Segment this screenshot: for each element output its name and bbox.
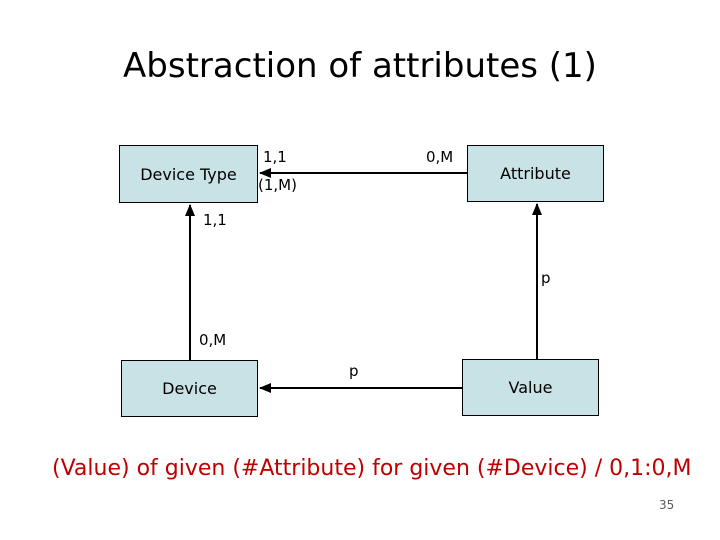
edge-label-top-cardinality-1m: (1,M) <box>258 176 297 194</box>
entity-value: Value <box>462 359 599 416</box>
slide-title: Abstraction of attributes (1) <box>123 46 597 86</box>
entity-device-type: Device Type <box>119 145 258 203</box>
entity-device-label: Device <box>162 379 217 398</box>
edge-label-right-p: p <box>541 269 551 287</box>
entity-device-type-label: Device Type <box>140 164 237 184</box>
page-number: 35 <box>659 498 675 512</box>
edge-label-top-cardinality-0m: 0,M <box>426 148 454 166</box>
edge-label-left-cardinality-0m: 0,M <box>199 331 227 349</box>
edge-label-left-cardinality-11: 1,1 <box>203 211 227 229</box>
edge-label-top-cardinality-11: 1,1 <box>263 148 287 166</box>
entity-device: Device <box>121 360 258 417</box>
entity-value-label: Value <box>508 378 553 397</box>
entity-attribute-label: Attribute <box>500 164 571 183</box>
formula-text: (Value) of given (#Attribute) for given … <box>52 456 692 481</box>
edge-label-bottom-p: p <box>349 362 359 380</box>
entity-attribute: Attribute <box>467 145 604 202</box>
